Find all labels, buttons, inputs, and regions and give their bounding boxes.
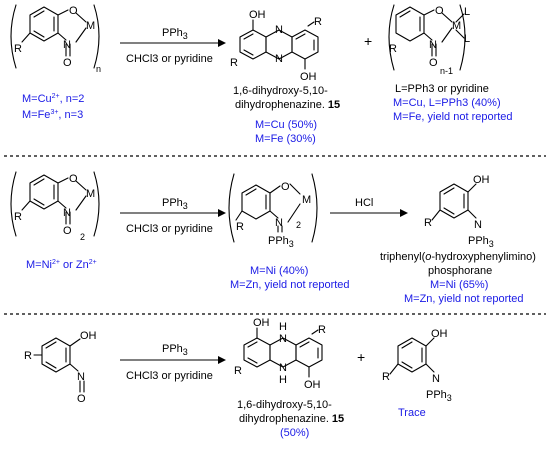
subscript-n-minus-1: n-1 <box>440 66 453 76</box>
row3-product-phenazine: OH OH R R H N N H <box>234 317 326 391</box>
label-pph3: PPh3 <box>468 235 494 249</box>
atom-r: R <box>230 57 238 69</box>
subscript-n: n <box>96 64 101 74</box>
row2-product-yield-zn: M=Zn, yield not reported <box>404 293 524 305</box>
atom-n: N <box>279 362 287 374</box>
label-pph3: PPh3 <box>426 389 452 403</box>
atom-l: L <box>464 33 470 45</box>
reagent-pph3: PPh3 <box>162 197 188 211</box>
atom-n: N <box>275 217 283 229</box>
atom-o: O <box>63 225 72 237</box>
atom-r: R <box>14 43 22 55</box>
row3-side-product-phosphorane: OH N PPh3 R <box>382 328 452 403</box>
row2-product-name-2: phosphorane <box>428 265 492 277</box>
row2-product-phosphorane: OH N PPh3 R <box>424 174 494 249</box>
reagent-pph3: PPh3 <box>162 343 188 357</box>
row2-arrow-1: PPh3 CHCl3 or pyridine <box>120 197 226 235</box>
atom-o: O <box>77 393 86 405</box>
row1-metal-cu: M=Cu2+, n=2 <box>22 93 84 105</box>
subscript-2: 2 <box>296 220 301 230</box>
label-pph3: PPh3 <box>268 235 294 249</box>
reagent-solvent: CHCl3 or pyridine <box>126 370 213 382</box>
row1-metal-fe: M=Fe3+, n=3 <box>22 109 83 121</box>
row1-plus: + <box>364 33 372 49</box>
row1-product-name-1: 1,6-dihydroxy-5,10- <box>233 85 328 97</box>
atom-n: N <box>77 371 85 383</box>
row1-side-yield-2: M=Fe, yield not reported <box>393 111 513 123</box>
reagent-pph3: PPh3 <box>162 27 188 41</box>
atom-o: O <box>69 173 78 185</box>
row1-ligand-note: L=PPh3 or pyridine <box>395 83 489 95</box>
label-oh: OH <box>249 9 266 21</box>
row3-reactant-nitrosophenol: OH N O R <box>24 330 97 405</box>
row1-reactant-metal-complex: O M N O R n <box>10 4 101 74</box>
atom-o: O <box>429 57 438 69</box>
atom-n: N <box>279 333 287 345</box>
atom-r: R <box>14 211 22 223</box>
reagent-solvent: CHCl3 or pyridine <box>126 53 213 65</box>
atom-r: R <box>314 16 322 28</box>
atom-n: N <box>474 219 482 231</box>
row3-plus: + <box>357 349 365 365</box>
subscript-2: 2 <box>80 232 85 242</box>
reagent-solvent: CHCl3 or pyridine <box>126 223 213 235</box>
row1-product-phenazine: OH OH R R N N <box>230 9 322 83</box>
atom-l: L <box>464 6 470 18</box>
atom-r: R <box>318 324 326 336</box>
row1-product-name-2: dihydrophenazine.15 <box>235 99 340 111</box>
row1-side-yield-1: M=Cu, L=PPh3 (40%) <box>393 97 501 109</box>
row2-product-name-1: triphenyl(o-hydroxyphenylimino) <box>380 251 536 263</box>
reagent-hcl: HCl <box>355 197 373 209</box>
atom-o: O <box>63 57 72 69</box>
atom-m: M <box>86 188 95 200</box>
atom-r: R <box>382 371 390 383</box>
row2-arrow-2: HCl <box>330 197 408 217</box>
atom-h: H <box>279 374 287 386</box>
row1-arrow: PPh3 CHCl3 or pyridine <box>120 27 226 65</box>
row2-product-yield-ni: M=Ni (65%) <box>430 279 488 291</box>
row3-product-name-2: dihydrophenazine.15 <box>239 413 344 425</box>
atom-h: H <box>279 321 287 333</box>
row1-yield-fe: M=Fe (30%) <box>255 133 316 145</box>
atom-n: N <box>275 53 283 65</box>
atom-r: R <box>236 221 244 233</box>
atom-n: N <box>275 24 283 36</box>
label-oh: OH <box>80 330 97 342</box>
atom-o: O <box>281 181 290 193</box>
row1-side-product-complex: O M L L N O R n-1 <box>388 4 470 76</box>
atom-r: R <box>424 217 432 229</box>
row2-reactant-metal-complex: O M N O R 2 <box>10 171 100 242</box>
label-oh: OH <box>431 328 448 340</box>
atom-n: N <box>63 39 71 51</box>
row3-trace: Trace <box>398 407 426 419</box>
row3-arrow: PPh3 CHCl3 or pyridine <box>120 343 226 382</box>
label-oh: OH <box>473 174 490 186</box>
label-oh: OH <box>300 71 317 83</box>
atom-r: R <box>234 365 242 377</box>
row1-yield-cu: M=Cu (50%) <box>255 119 317 131</box>
atom-n: N <box>432 373 440 385</box>
atom-r: R <box>389 43 397 55</box>
atom-r: R <box>24 350 32 362</box>
atom-n: N <box>63 207 71 219</box>
row3-product-name-1: 1,6-dihydroxy-5,10- <box>237 399 332 411</box>
label-oh: OH <box>304 379 321 391</box>
atom-m: M <box>452 20 461 32</box>
label-oh: OH <box>253 317 270 329</box>
atom-n: N <box>429 39 437 51</box>
row2-yield-zn: M=Zn, yield not reported <box>230 279 350 291</box>
atom-o: O <box>69 5 78 17</box>
row2-intermediate-complex: O M N PPh3 R 2 <box>228 173 318 249</box>
atom-m: M <box>86 20 95 32</box>
atom-m: M <box>302 194 311 206</box>
row3-product-yield: (50%) <box>280 427 309 439</box>
row2-metals: M=Ni2+ or Zn2+ <box>26 259 97 271</box>
atom-o: O <box>435 5 444 17</box>
row2-yield-ni: M=Ni (40%) <box>250 265 308 277</box>
